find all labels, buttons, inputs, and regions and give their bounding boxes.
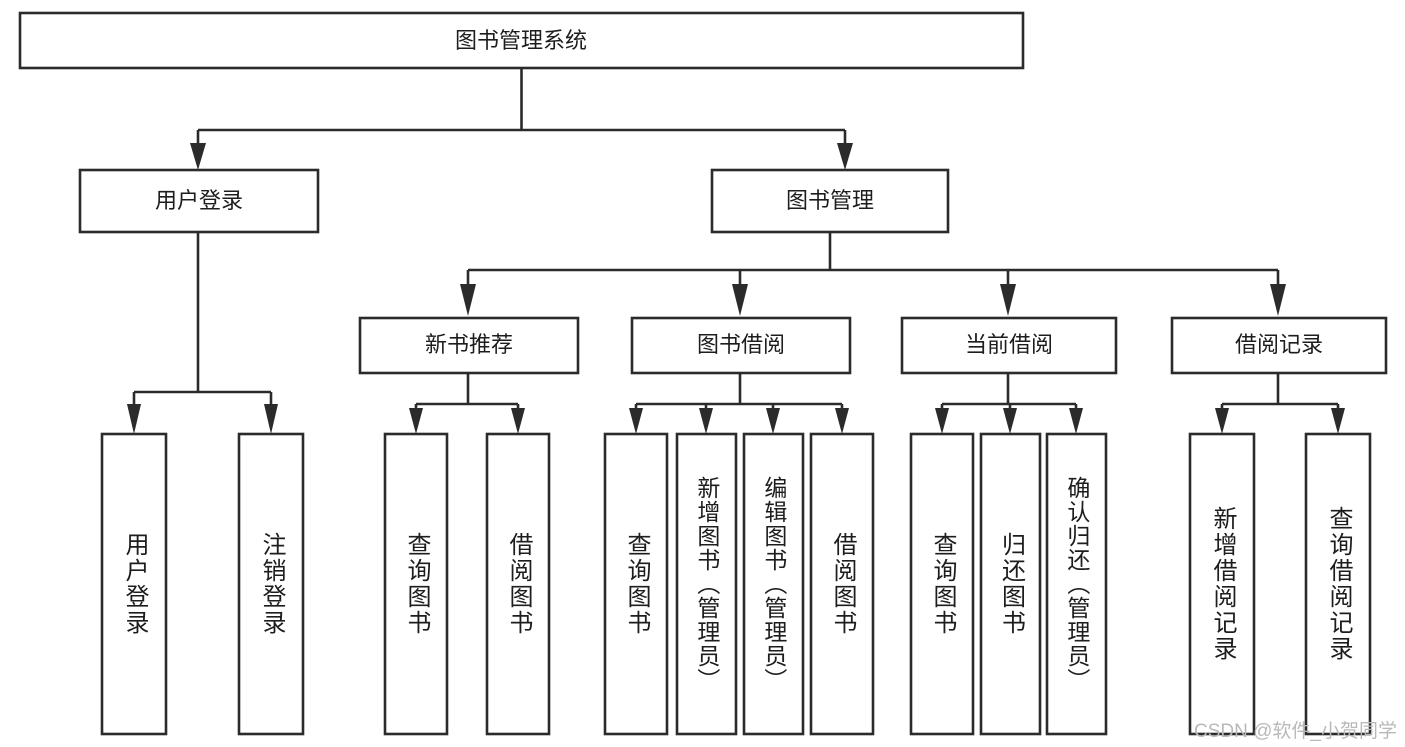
leaf-add-book-box[interactable] [675, 432, 738, 736]
node-borrow-record[interactable]: 借阅记录 [1170, 316, 1388, 375]
leaf-add-borrow-record-box[interactable] [1188, 432, 1256, 736]
leaf-query-book-3-box[interactable] [909, 432, 975, 736]
connector-group-root [190, 68, 853, 170]
leaf-edit-book-box[interactable] [742, 432, 805, 736]
node-root-box[interactable] [18, 11, 1025, 70]
arrow-head-new-book-recommend [460, 284, 476, 316]
csdn-watermark: CSDN @软件_小贺同学 [1194, 721, 1397, 742]
arrow-head-current-borrow [1000, 284, 1016, 316]
node-book-borrow-box[interactable] [630, 316, 852, 375]
node-book-borrow-label: 图书借阅 [697, 332, 785, 357]
connector-group-bookborrow [629, 373, 849, 434]
arrow-head-leaf-confirm-return [1069, 408, 1083, 434]
node-new-book-recommend[interactable]: 新书推荐 [358, 316, 580, 375]
arrow-head-leaf-query-borrow-record [1331, 408, 1345, 434]
node-current-borrow-label: 当前借阅 [965, 332, 1053, 357]
connector-group-newbook [409, 373, 525, 434]
arrow-head-leaf-add-borrow-record [1215, 408, 1229, 434]
node-book-manage[interactable]: 图书管理 [710, 168, 950, 234]
node-root[interactable]: 图书管理系统 [18, 11, 1025, 70]
arrow-head-borrow-record [1270, 284, 1286, 316]
leaf-query-book-1-box[interactable] [383, 432, 449, 736]
node-book-manage-label: 图书管理 [786, 188, 874, 213]
node-new-book-recommend-label: 新书推荐 [425, 332, 513, 357]
arrow-head-leaf-query-book-2 [629, 408, 643, 434]
node-borrow-record-label: 借阅记录 [1235, 332, 1323, 357]
leaf-borrow-book-2-box[interactable] [809, 432, 875, 736]
leaf-boxes-book-borrow [603, 432, 875, 736]
leaf-query-book-2-box[interactable] [603, 432, 669, 736]
node-current-borrow-box[interactable] [900, 316, 1118, 375]
leaf-return-book-box[interactable] [979, 432, 1042, 736]
arrow-head-book-borrow [732, 284, 748, 316]
leaf-boxes-current-borrow [909, 432, 1108, 736]
arrow-head-userlogin [190, 143, 206, 170]
leaf-confirm-return-box[interactable] [1045, 432, 1108, 736]
leaf-boxes-user-login [100, 432, 305, 736]
arrow-head-leaf-edit-book [766, 408, 780, 434]
leaf-boxes-borrow-record [1188, 432, 1372, 736]
node-new-book-recommend-box[interactable] [358, 316, 580, 375]
arrow-head-leaf-borrow-book-2 [835, 408, 849, 434]
leaf-boxes-new-book-recommend [383, 432, 551, 736]
connector-group-bookmanage [460, 232, 1286, 316]
leaf-user-login-box[interactable] [100, 432, 168, 736]
connector-group-currentborrow [935, 373, 1083, 434]
leaf-query-borrow-record-box[interactable] [1304, 432, 1372, 736]
arrow-head-leaf-user-login [127, 404, 141, 434]
node-borrow-record-box[interactable] [1170, 316, 1388, 375]
node-current-borrow[interactable]: 当前借阅 [900, 316, 1118, 375]
arrow-head-leaf-return-book [1003, 408, 1017, 434]
arrow-head-leaf-query-book-1 [409, 408, 423, 434]
node-user-login-label: 用户登录 [155, 188, 243, 213]
arrow-head-leaf-borrow-book-1 [511, 408, 525, 434]
node-user-login[interactable]: 用户登录 [78, 168, 320, 234]
arrow-head-leaf-add-book [699, 408, 713, 434]
arrow-head-bookmanage [837, 143, 853, 170]
connector-group-borrowrecord [1215, 373, 1345, 434]
leaf-borrow-book-1-box[interactable] [485, 432, 551, 736]
node-root-label: 图书管理系统 [455, 28, 587, 53]
node-book-borrow[interactable]: 图书借阅 [630, 316, 852, 375]
node-book-manage-box[interactable] [710, 168, 950, 234]
arrow-head-leaf-query-book-3 [935, 408, 949, 434]
node-user-login-box[interactable] [78, 168, 320, 234]
arrow-head-leaf-logout-login [264, 404, 278, 434]
connector-group-userlogin [127, 232, 278, 434]
leaf-logout-login-box[interactable] [237, 432, 305, 736]
